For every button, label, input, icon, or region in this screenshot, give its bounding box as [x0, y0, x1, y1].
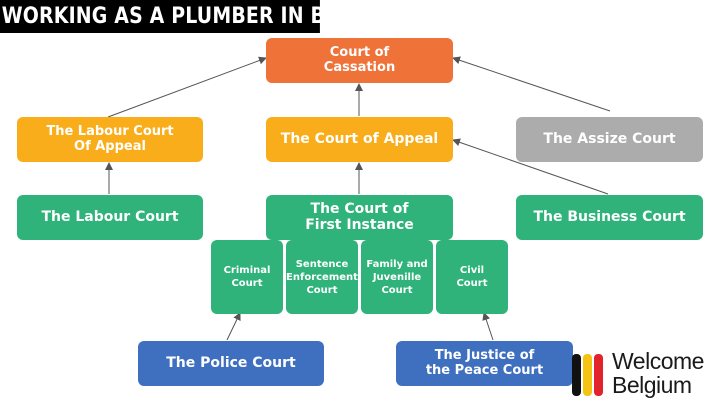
assize-court-box: The Assize Court — [516, 117, 703, 162]
court-of-first-instance-box: The Court of First Instance — [266, 195, 453, 240]
family-juvenille-court-box: Family and Juvenille Court — [361, 240, 433, 314]
flag-stripe-black — [572, 354, 581, 396]
logo-text-line-2: Belgium — [612, 372, 692, 398]
sentence-enforcement-court-box: Sentence Enforcement Court — [286, 240, 358, 314]
business-court-box: The Business Court — [516, 195, 703, 240]
labour-court-of-appeal-box: The Labour Court Of Appeal — [17, 117, 203, 162]
flag-stripe-yellow — [583, 354, 592, 396]
arrow-justice-peace-to-civil — [482, 312, 494, 341]
arrow-labour-appeal-to-cassation — [107, 56, 267, 118]
court-of-appeal-box: The Court of Appeal — [266, 117, 453, 162]
arrow-business-to-appeal — [452, 138, 609, 195]
civil-court-box: Civil Court — [436, 240, 508, 314]
police-court-box: The Police Court — [138, 341, 324, 386]
court-of-cassation-box: Court of Cassation — [266, 38, 453, 83]
criminal-court-box: Criminal Court — [211, 240, 283, 314]
arrow-police-to-criminal — [226, 312, 241, 341]
flag-stripe-red — [594, 354, 603, 396]
arrow-assize-to-cassation — [452, 56, 611, 112]
welcome-belgium-logo: Welcome Belgium — [570, 350, 720, 400]
logo-text-line-1: Welcome — [612, 348, 704, 374]
labour-court-box: The Labour Court — [17, 195, 203, 240]
justice-of-the-peace-court-box: The Justice of the Peace Court — [396, 341, 573, 386]
